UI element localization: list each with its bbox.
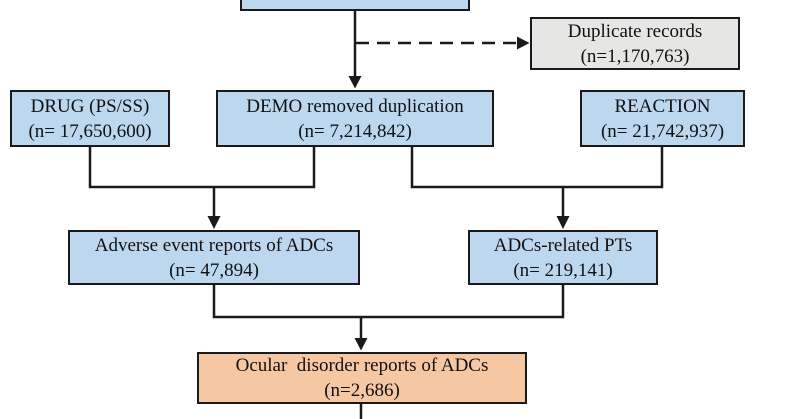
arrowhead-to-demo	[348, 76, 362, 89]
node-adverse-count: (n= 47,894)	[169, 259, 259, 281]
node-ocular-label: Ocular disorder reports of ADCs	[235, 355, 489, 376]
arrowhead-to-pts	[556, 216, 570, 229]
edge-adverse-pts-merge	[212, 283, 565, 319]
node-drug: DRUG (PS/SS) (n= 17,650,600)	[10, 90, 170, 147]
node-duplicate-label: Duplicate records	[567, 20, 703, 42]
node-reaction-label: REACTION	[614, 95, 711, 117]
arrowhead-to-ocular	[354, 338, 368, 351]
node-pts-count: (n= 219,141)	[513, 259, 613, 281]
node-demo: DEMO removed duplication (n= 7,214,842)	[216, 90, 494, 147]
edge-demo-reaction-merge	[410, 145, 664, 189]
node-demo-label: DEMO removed duplication	[246, 95, 464, 117]
node-duplicate-count: (n=1,170,763)	[580, 45, 690, 67]
node-pts-label: ADCs-related PTs	[493, 234, 633, 256]
node-demo-count: (n= 7,214,842)	[298, 120, 412, 142]
node-adcs-related-pts: ADCs-related PTs (n= 219,141)	[468, 230, 658, 285]
node-ocular-count: (n=2,686)	[324, 380, 400, 401]
node-top-partial	[240, 0, 470, 11]
edge-drug-demo-merge	[88, 145, 316, 189]
node-drug-label: DRUG (PS/SS)	[30, 95, 150, 117]
node-reaction-count: (n= 21,742,937)	[600, 120, 725, 142]
node-reaction: REACTION (n= 21,742,937)	[580, 90, 745, 147]
arrowhead-to-adverse	[207, 216, 221, 229]
arrowhead-to-duplicate	[517, 36, 530, 50]
node-adverse-label: Adverse event reports of ADCs	[94, 234, 334, 256]
node-adverse-events: Adverse event reports of ADCs (n= 47,894…	[68, 230, 360, 285]
node-drug-count: (n= 17,650,600)	[28, 120, 152, 142]
node-ocular-reports: Ocular disorder reports of ADCs (n=2,686…	[197, 352, 527, 404]
node-duplicate-records: Duplicate records (n=1,170,763)	[530, 17, 740, 70]
